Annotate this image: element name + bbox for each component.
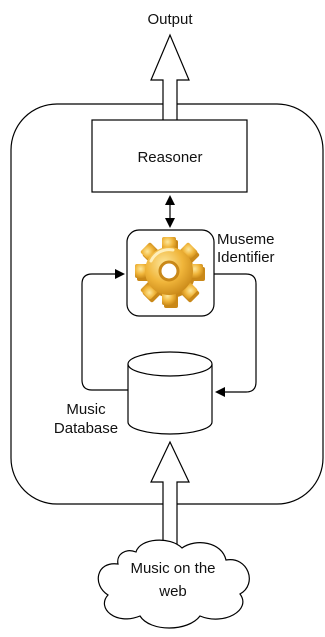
museme-identifier-label-line2: Identifier bbox=[217, 249, 275, 266]
music-database-label-line1: Music bbox=[66, 401, 106, 418]
web-input-arrow bbox=[150, 440, 190, 548]
museme-identifier-label-line1: Museme bbox=[217, 231, 275, 248]
music-database-label-line2: Database bbox=[54, 420, 118, 437]
reasoner-label: Reasoner bbox=[137, 149, 202, 166]
output-arrow bbox=[150, 33, 190, 166]
web-label-line2: web bbox=[158, 583, 187, 600]
output-label: Output bbox=[147, 11, 193, 28]
reasoner-box bbox=[91, 119, 248, 193]
music-on-the-web-cloud bbox=[97, 539, 250, 629]
database-to-museme-connector bbox=[81, 269, 128, 391]
web-label-line1: Music on the bbox=[130, 560, 215, 577]
museme-to-database-connector bbox=[214, 273, 257, 397]
gear-icon bbox=[135, 237, 205, 308]
music-database-cylinder bbox=[127, 351, 213, 435]
